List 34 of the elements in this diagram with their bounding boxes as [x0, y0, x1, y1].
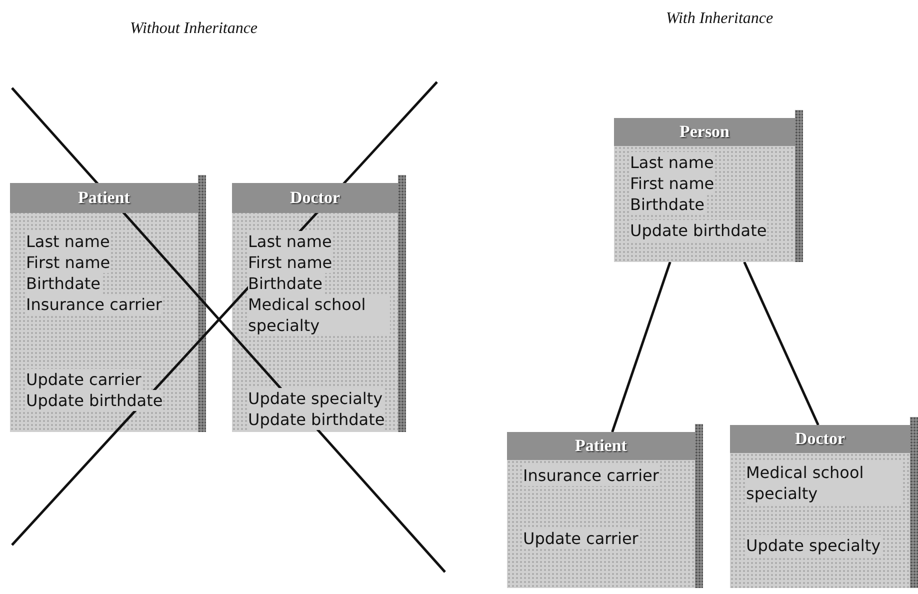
operation-text: Update birthdate: [248, 409, 385, 430]
operation-text: Update birthdate: [630, 220, 767, 241]
class-box: [10, 175, 206, 432]
class-name: Patient: [78, 187, 130, 209]
class-box: [730, 417, 918, 588]
attribute-text: Birthdate: [248, 273, 322, 294]
operation-text: Update carrier: [26, 369, 142, 390]
class-name: Person: [679, 121, 730, 143]
attribute-text: Medical school specialty: [248, 294, 390, 336]
class-name: Doctor: [290, 187, 340, 209]
panel-title: With Inheritance: [666, 10, 774, 28]
attribute-text: Last name: [248, 231, 332, 252]
connector-line: [611, 262, 672, 432]
attribute-text: Last name: [630, 152, 714, 173]
connector-line: [743, 261, 820, 426]
class-box: [614, 110, 803, 262]
attribute-text: Birthdate: [26, 273, 100, 294]
attribute-text: Birthdate: [630, 194, 704, 215]
operation-text: Update specialty: [248, 388, 383, 409]
class-name: Doctor: [794, 428, 846, 450]
attribute-text: First name: [248, 252, 332, 273]
attribute-text: First name: [26, 252, 110, 273]
attribute-text: Insurance carrier: [523, 465, 659, 486]
operation-text: Update carrier: [523, 528, 638, 549]
class-box: [232, 175, 406, 432]
attribute-text: Last name: [26, 231, 110, 252]
class-name: Patient: [575, 435, 627, 457]
operation-text: Update specialty: [746, 535, 881, 556]
attribute-text: First name: [630, 173, 714, 194]
operation-text: Update birthdate: [26, 390, 163, 411]
class-box: [507, 424, 703, 588]
attribute-text: Insurance carrier: [26, 294, 162, 315]
panel-title: Without Inheritance: [130, 20, 258, 38]
attribute-text: Medical school specialty: [746, 462, 902, 504]
